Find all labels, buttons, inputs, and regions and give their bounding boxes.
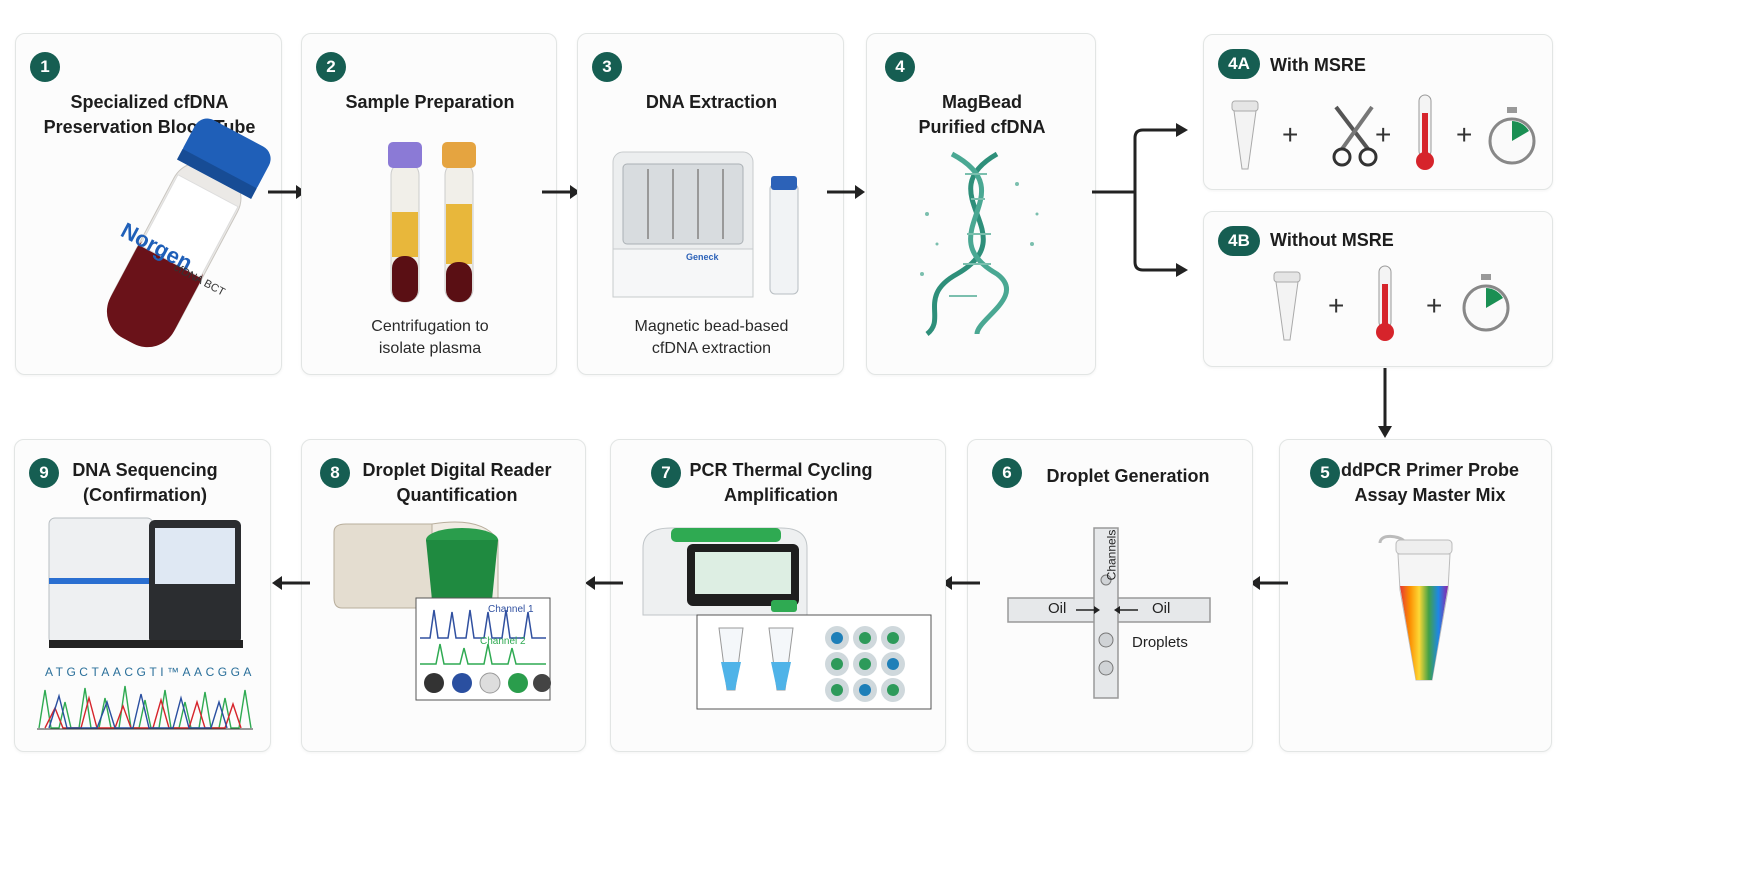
step-7-card: 7 PCR Thermal Cycling Amplification [610, 439, 946, 752]
instrument-brand: Geneck [686, 252, 719, 262]
step-8-card: 8 Droplet Digital Reader Quantification … [301, 439, 586, 752]
step-6-card: 6 Droplet Generation Oil Oil Droplets Ch… [967, 439, 1253, 752]
step-4-badge: 4 [885, 52, 915, 82]
extraction-instrument-icon [612, 151, 799, 298]
plus-sign: + [1282, 119, 1299, 150]
step-9-card: 9 DNA Sequencing (Confirmation) ATGCTAAC… [14, 439, 271, 752]
chromatogram-icon [37, 685, 253, 730]
step-9-title: DNA Sequencing (Confirmation) [72, 460, 218, 505]
step-4b-badge: 4B [1218, 226, 1260, 256]
step-6-badge: 6 [992, 458, 1022, 488]
plus-sign: + [1456, 119, 1473, 150]
channel-2-label: Channel 2 [480, 636, 526, 647]
centrifuge-tubes-icon [388, 142, 476, 303]
oil-right-label: Oil [1152, 600, 1171, 617]
plus-sign: + [1375, 119, 1392, 150]
arrow-down-icon [1378, 368, 1392, 438]
arrow-left-icon [272, 576, 310, 590]
branch-arrow-icon [1092, 123, 1188, 277]
step-1-badge: 1 [30, 52, 60, 82]
step-4b-card: 4B Without MSRE + + [1203, 211, 1553, 367]
step-7-badge: 7 [651, 458, 681, 488]
step-5-badge: 5 [1310, 458, 1340, 488]
step-2-card: 2 Sample Preparation Centrifugation to i… [301, 33, 557, 375]
arrow-left-icon [585, 576, 623, 590]
oil-left-label: Oil [1048, 600, 1067, 617]
step-3-title: DNA Extraction [645, 92, 778, 112]
stopwatch-icon [1462, 274, 1510, 332]
step-3-card: 3 DNA Extraction Geneck Magnetic bead-ba… [577, 33, 844, 375]
arrow-left-icon [1250, 576, 1288, 590]
thermometer-icon [1416, 94, 1434, 170]
step-4a-card: 4A With MSRE + + + [1203, 34, 1553, 190]
step-4-title: MagBead Purified cfDNA [918, 92, 1046, 137]
sequencer-icon [48, 517, 243, 648]
plus-sign: + [1426, 290, 1443, 321]
step-9-badge: 9 [29, 458, 59, 488]
step-4b-title: Without MSRE [1270, 230, 1394, 250]
arrow-left-icon [942, 576, 980, 590]
step-4-card: 4 MagBead Purified cfDNA [866, 33, 1096, 375]
channel-1-label: Channel 1 [488, 604, 534, 615]
step-3-caption: Magnetic bead-based cfDNA extraction [634, 318, 789, 357]
plus-sign: + [1328, 290, 1345, 321]
step-2-title: Sample Preparation [345, 92, 515, 112]
scissors-icon [1332, 105, 1378, 167]
microtube-icon [1273, 271, 1301, 341]
step-2-caption: Centrifugation to isolate plasma [371, 318, 489, 357]
step-4a-title: With MSRE [1270, 55, 1366, 75]
droplet-grid-icon [825, 626, 905, 702]
master-mix-tube-icon [1378, 534, 1453, 681]
step-5-title: ddPCR Primer Probe Assay Master Mix [1340, 460, 1520, 505]
step-8-badge: 8 [320, 458, 350, 488]
microtube-icon [1231, 100, 1259, 170]
thermal-cycler-icon [642, 527, 932, 710]
dna-sequence-text: ATGCTAACGTI™AACGGA [45, 665, 255, 679]
step-2-badge: 2 [316, 52, 346, 82]
arrow-right-icon [542, 185, 580, 199]
step-8-title: Droplet Digital Reader Quantification [362, 460, 552, 505]
step-7-title: PCR Thermal Cycling Amplification [689, 460, 873, 505]
step-5-card: 5 ddPCR Primer Probe Assay Master Mix [1279, 439, 1552, 752]
step-4a-badge: 4A [1218, 49, 1260, 79]
droplets-label: Droplets [1132, 634, 1188, 651]
stopwatch-icon [1488, 107, 1536, 165]
blood-tube-icon [106, 118, 271, 348]
dna-helix-icon [920, 151, 1039, 336]
microfluidic-junction-icon [1007, 527, 1211, 699]
arrow-right-icon [268, 185, 306, 199]
arrow-right-icon [827, 185, 865, 199]
step-1-card: 1 Specialized cfDNA Preservation Blood T… [15, 33, 282, 375]
channel-label: Channels [1104, 529, 1119, 581]
thermometer-icon [1376, 265, 1394, 341]
step-6-title: Droplet Generation [1046, 466, 1210, 486]
droplet-reader-icon [333, 521, 551, 701]
step-3-badge: 3 [592, 52, 622, 82]
